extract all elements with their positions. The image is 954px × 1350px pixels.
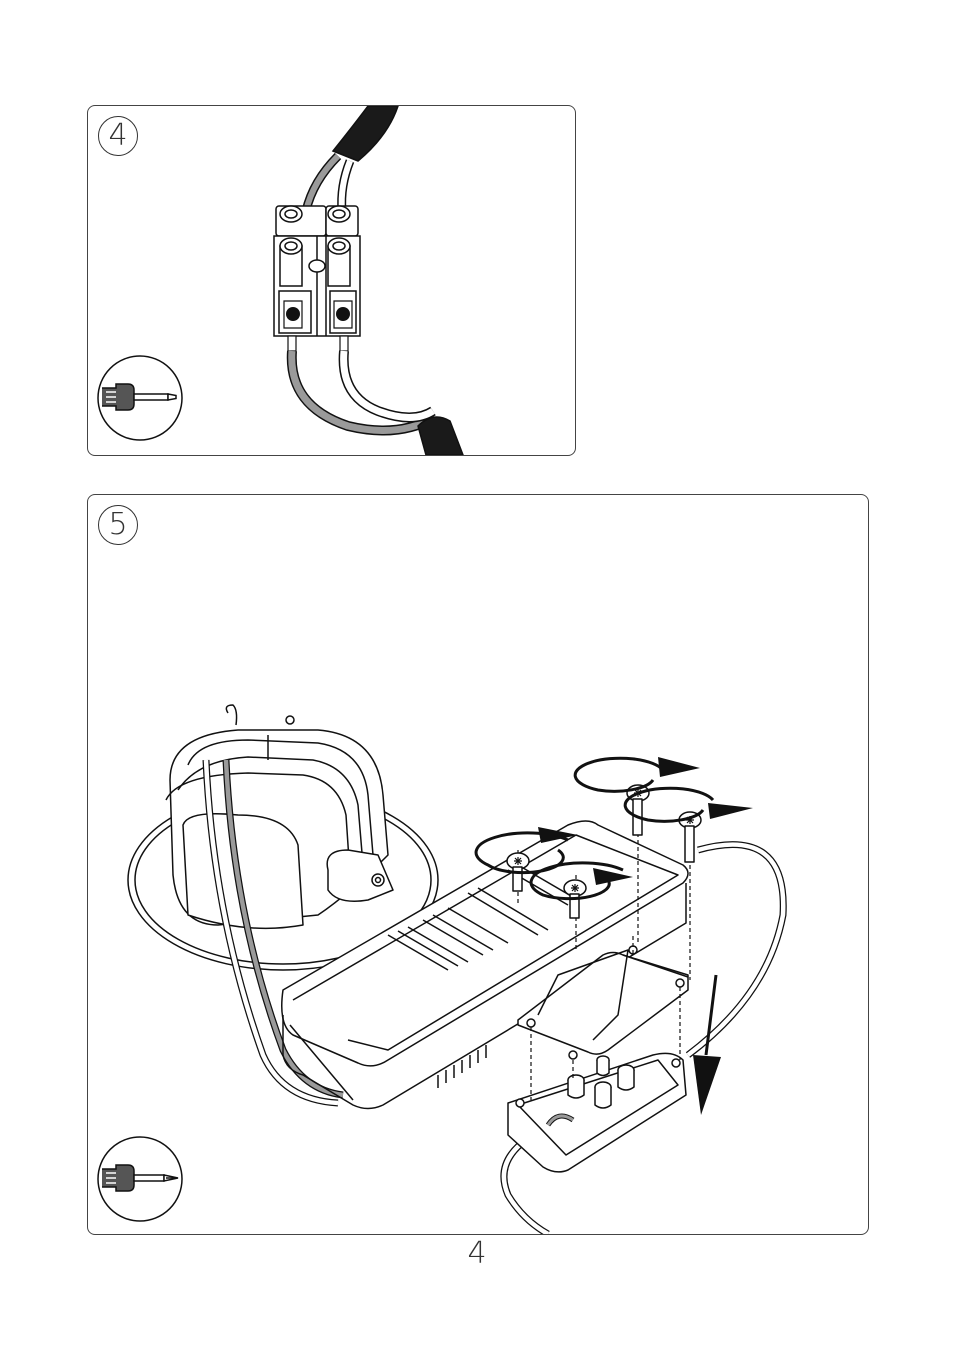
flathead-screwdriver-icon [96,354,184,442]
step-4-number: 4 [98,116,138,156]
driver-box-assembly-illustration [88,495,868,1234]
step-4-panel: 4 [87,105,576,456]
step-5-number: 5 [98,505,138,545]
phillips-screwdriver-icon [96,1135,184,1223]
page-number: 4 [0,1236,954,1271]
step-5-panel: 5 [87,494,869,1235]
